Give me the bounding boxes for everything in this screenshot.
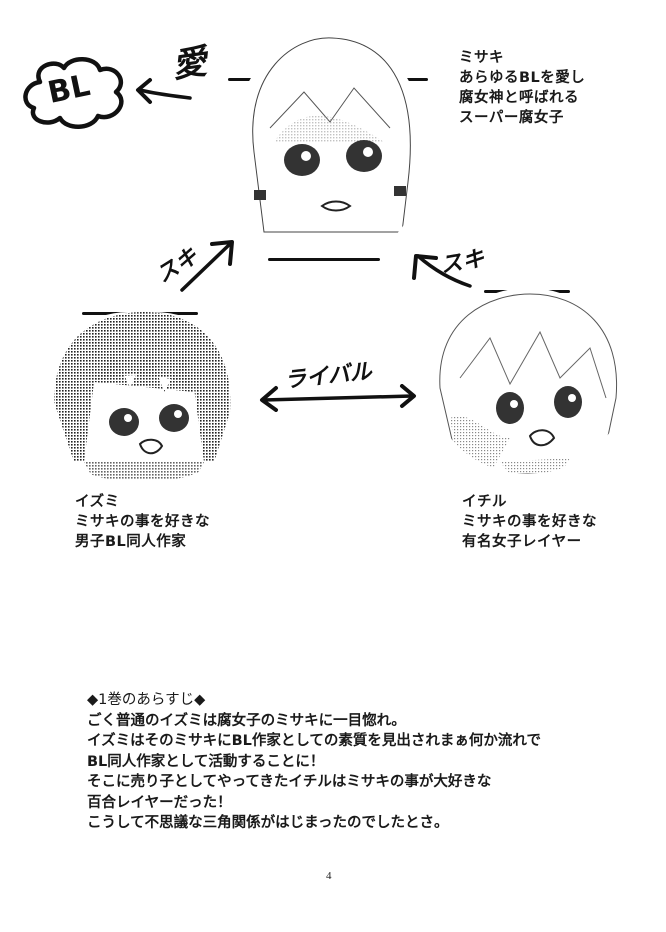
portrait-bottom-bar	[268, 258, 380, 261]
character-face-icon	[252, 37, 411, 233]
page-number: 4	[326, 870, 332, 882]
summary-line: BL同人作家として活動することに！	[87, 753, 325, 770]
portrait-ichiru	[430, 288, 626, 474]
like-label-right: スキ	[438, 246, 487, 279]
izumi-line-1: ミサキの事を好きな	[75, 514, 210, 530]
cloud-icon	[23, 57, 124, 129]
arrow-left-icon	[136, 78, 192, 104]
portrait-misaki	[234, 32, 424, 260]
bl-thought-bubble: BL	[18, 52, 130, 132]
ichiru-caption: イチル ミサキの事を好きな 有名女子レイヤー	[462, 492, 597, 552]
ichiru-line-1: ミサキの事を好きな	[462, 514, 597, 530]
izumi-caption: イズミ ミサキの事を好きな 男子BL同人作家	[75, 492, 210, 552]
misaki-name: ミサキ	[459, 50, 504, 66]
love-label: 愛	[169, 41, 210, 87]
misaki-line-1: あらゆるBLを愛し	[459, 70, 586, 86]
summary-line: イズミはそのミサキにBL作家としての素質を見出されまぁ何か流れで	[87, 733, 541, 749]
izumi-name: イズミ	[75, 494, 120, 510]
summary-line: 百合レイヤーだった！	[87, 794, 232, 811]
misaki-line-3: スーパー腐女子	[459, 110, 564, 126]
summary-heading: ◆1巻のあらすじ◆	[87, 692, 206, 708]
misaki-caption: ミサキ あらゆるBLを愛し 腐女神と呼ばれる スーパー腐女子	[459, 48, 585, 128]
summary-line: そこに売り子としてやってきたイチルはミサキの事が大好きな	[87, 774, 492, 790]
misaki-line-2: 腐女神と呼ばれる	[459, 90, 579, 106]
double-arrow-icon	[260, 384, 416, 412]
character-face-icon	[54, 312, 231, 480]
izumi-line-2: 男子BL同人作家	[75, 534, 187, 550]
ichiru-line-2: 有名女子レイヤー	[462, 534, 582, 550]
ichiru-name: イチル	[462, 494, 507, 510]
summary-line: ごく普通のイズミは腐女子のミサキに一目惚れ。	[87, 712, 406, 729]
arrow-up-left-icon	[412, 254, 472, 288]
arrow-up-right-icon	[180, 240, 234, 292]
character-face-icon	[439, 293, 618, 474]
volume-summary: ◆1巻のあらすじ◆ ごく普通のイズミは腐女子のミサキに一目惚れ。 イズミはそのミ…	[87, 690, 541, 834]
summary-line: こうして不思議な三角関係がはじまったのでしたとさ。	[87, 815, 449, 831]
portrait-izumi	[44, 312, 240, 480]
